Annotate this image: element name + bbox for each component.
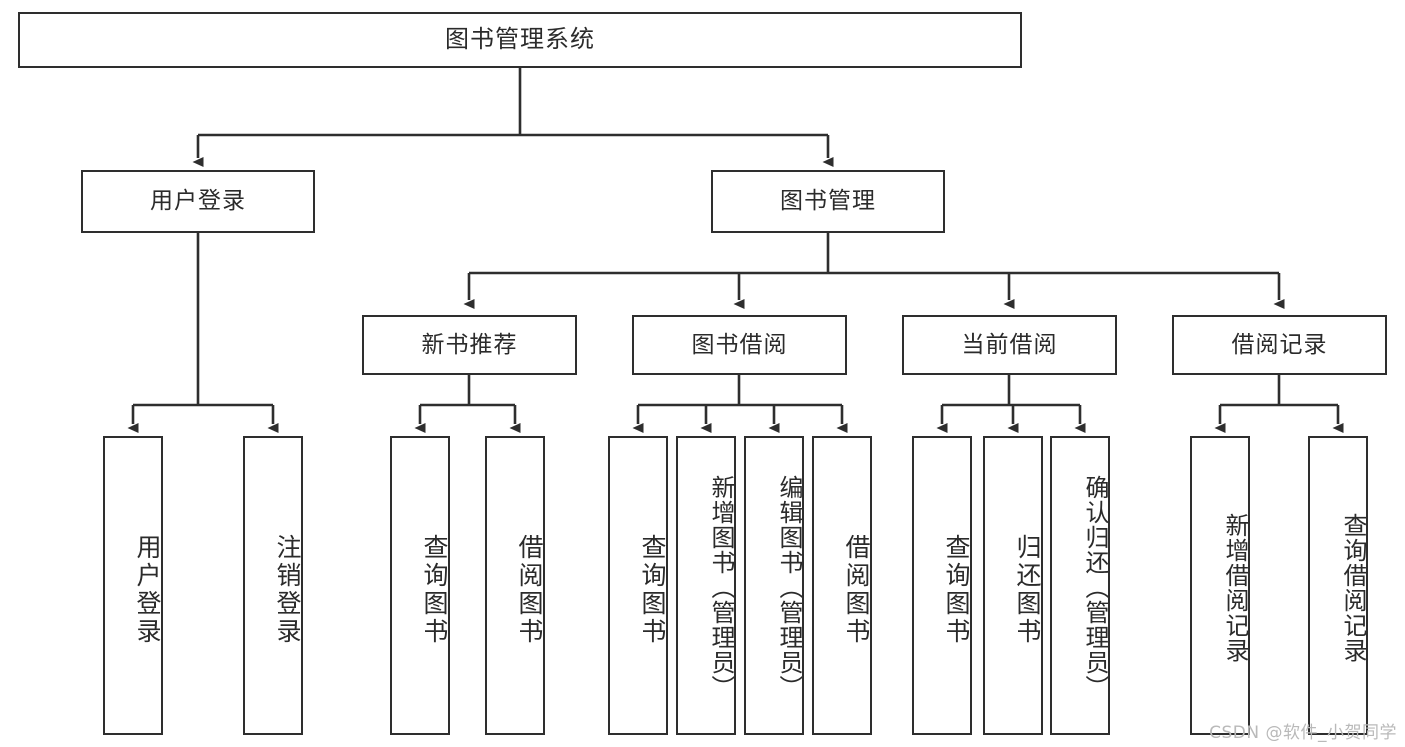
leaf-add-book-admin[interactable]: 新增图书（管理员） [676, 436, 736, 735]
leaf-borrow-book[interactable]: 借阅图书 [812, 436, 872, 735]
leaf-borrow-book-newbook[interactable]: 借阅图书 [485, 436, 545, 735]
csdn-watermark: CSDN @软件_小贺同学 [1209, 723, 1397, 743]
node-new-book-recommend[interactable]: 新书推荐 [362, 315, 577, 375]
leaf-user-login[interactable]: 用户登录 [103, 436, 163, 735]
leaf-edit-book-admin[interactable]: 编辑图书（管理员） [744, 436, 804, 735]
node-user-login[interactable]: 用户登录 [81, 170, 315, 233]
leaf-return-book[interactable]: 归还图书 [983, 436, 1043, 735]
node-borrow-records[interactable]: 借阅记录 [1172, 315, 1387, 375]
node-book-management[interactable]: 图书管理 [711, 170, 945, 233]
leaf-query-book-newbook[interactable]: 查询图书 [390, 436, 450, 735]
node-current-borrow[interactable]: 当前借阅 [902, 315, 1117, 375]
leaf-query-borrow-record[interactable]: 查询借阅记录 [1308, 436, 1368, 735]
leaf-confirm-return-admin[interactable]: 确认归还（管理员） [1050, 436, 1110, 735]
leaf-logout-login[interactable]: 注销登录 [243, 436, 303, 735]
node-book-borrow[interactable]: 图书借阅 [632, 315, 847, 375]
node-root-book-management-system[interactable]: 图书管理系统 [18, 12, 1022, 68]
leaf-query-book-current[interactable]: 查询图书 [912, 436, 972, 735]
leaf-add-borrow-record[interactable]: 新增借阅记录 [1190, 436, 1250, 735]
leaf-query-book-borrow[interactable]: 查询图书 [608, 436, 668, 735]
